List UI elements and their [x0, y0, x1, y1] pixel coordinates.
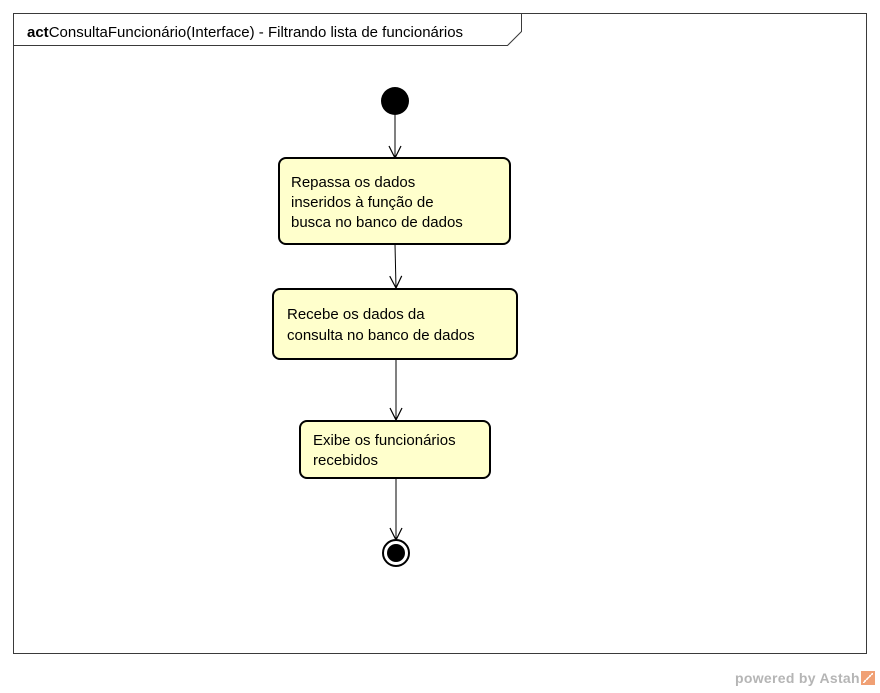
- astah-logo-icon: [860, 671, 875, 685]
- action-box: [272, 288, 518, 360]
- action-label: Repassa os dados inseridos à função de b…: [291, 174, 463, 231]
- frame-title-tab: [13, 13, 522, 46]
- action-box: [278, 157, 511, 245]
- action-label-line: recebidos: [313, 452, 378, 469]
- action-label: Exibe os funcionários recebidos: [313, 432, 460, 469]
- action-node-2[interactable]: Recebe os dados da consulta no banco de …: [272, 288, 518, 360]
- action-label-line: consulta no banco de dados: [287, 327, 475, 344]
- frame-keyword: act: [27, 24, 49, 41]
- action-label: Recebe os dados da consulta no banco de …: [287, 306, 475, 344]
- action-label-line: Repassa os dados: [291, 174, 415, 191]
- frame-title-text: ConsultaFuncionário(Interface) - Filtran…: [49, 24, 463, 41]
- action-label-line: Recebe os dados da: [287, 306, 425, 323]
- watermark-text: powered by Astah: [735, 670, 860, 686]
- action-label-line: busca no banco de dados: [291, 214, 463, 231]
- watermark: powered by Astah: [735, 670, 875, 686]
- action-node-1[interactable]: Repassa os dados inseridos à função de b…: [278, 157, 511, 245]
- action-box: [299, 420, 491, 479]
- initial-node: [381, 87, 409, 115]
- action-node-3[interactable]: Exibe os funcionários recebidos: [299, 420, 491, 479]
- final-node: [382, 539, 410, 567]
- frame-title: actConsultaFuncionário(Interface) - Filt…: [27, 24, 463, 41]
- flow-edge: [395, 243, 396, 288]
- action-label-line: inseridos à função de: [291, 194, 434, 211]
- action-label-line: Exibe os funcionários: [313, 432, 456, 449]
